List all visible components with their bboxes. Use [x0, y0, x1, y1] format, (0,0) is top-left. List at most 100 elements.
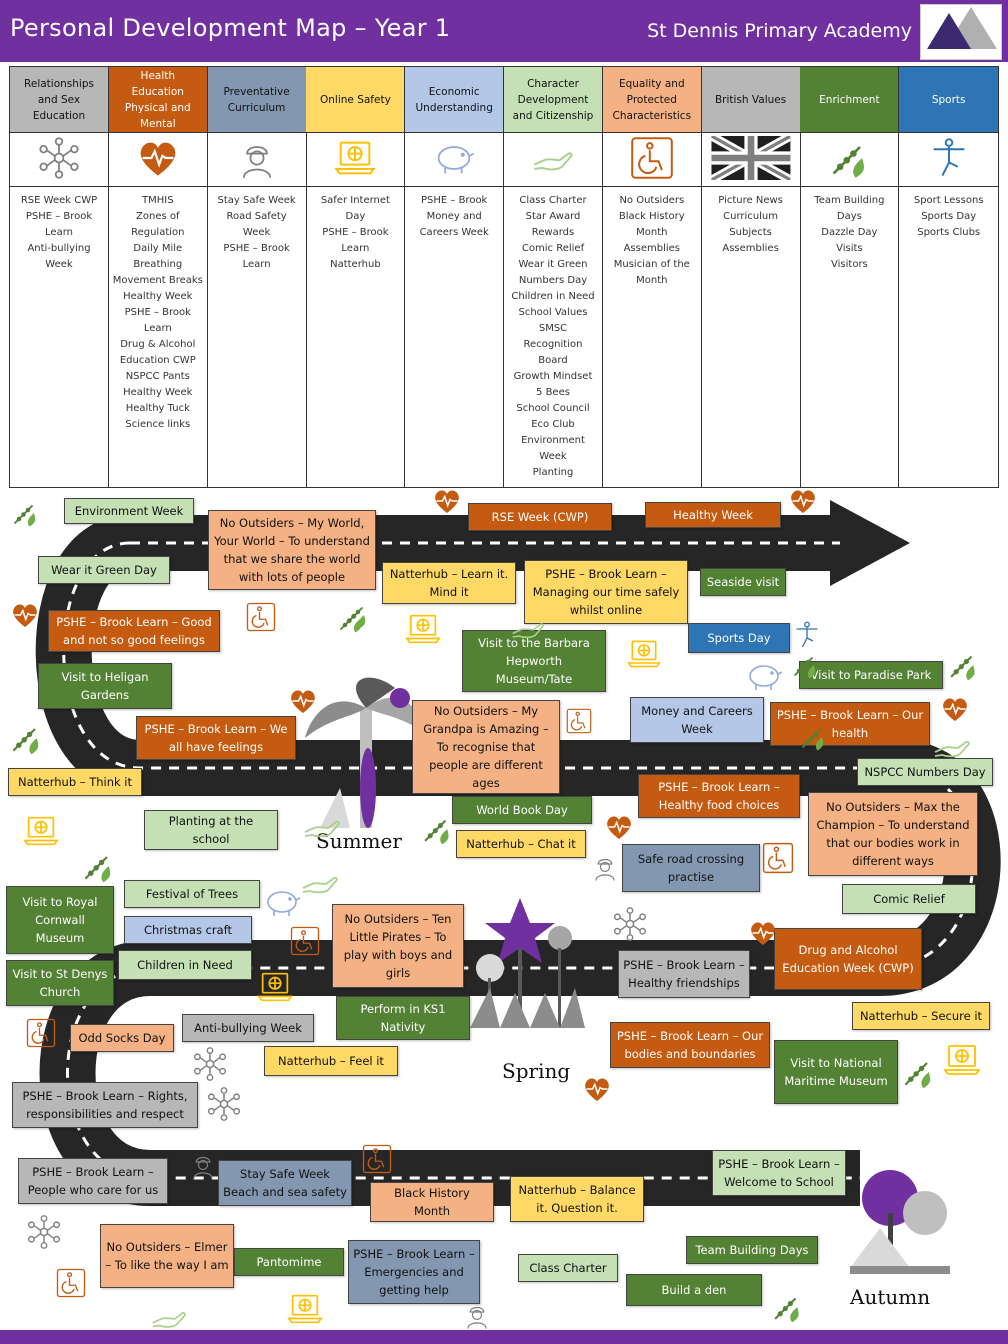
- heart-icon: [10, 600, 40, 634]
- event-box: Visit to National Maritime Museum: [774, 1040, 898, 1104]
- theme-header: Online Safety: [306, 67, 405, 133]
- growth-icon: [340, 600, 370, 634]
- event-box: Visit to St Denys Church: [6, 960, 114, 1006]
- theme-header: Economic Understanding: [405, 67, 504, 133]
- heart-icon: [432, 486, 462, 520]
- growth-icon: [900, 1054, 936, 1094]
- laptop-globe-icon: [286, 1290, 324, 1332]
- theme-icon-cell: [504, 133, 602, 187]
- event-box: Natterhub – Chat it: [456, 830, 586, 858]
- event-box: Festival of Trees: [124, 880, 260, 908]
- footer-bar: [0, 1330, 1008, 1344]
- theme-header: Health Education Physical and Mental: [108, 67, 207, 133]
- event-box: PSHE – Brook Learn – Our bodies and boun…: [610, 1022, 770, 1068]
- event-box: PSHE – Brook Learn – Emergencies and get…: [348, 1240, 480, 1304]
- event-box: Natterhub – Learn it. Mind it: [382, 562, 516, 604]
- theme-items-text: No Outsiders Black History Month Assembl…: [613, 195, 690, 286]
- event-box: Natterhub – Secure it: [852, 1002, 990, 1030]
- piggy-bank-icon: [262, 882, 302, 926]
- wheelchair-icon: [56, 1268, 86, 1302]
- event-box: PSHE – Brook Learn – Managing our time s…: [524, 560, 688, 624]
- theme-icon-cell: [899, 133, 999, 187]
- growth-icon: [10, 498, 40, 532]
- gymnast-icon: [927, 136, 971, 184]
- growth-icon: [80, 848, 116, 888]
- event-box: Team Building Days: [686, 1236, 818, 1264]
- event-box: RSE Week (CWP): [468, 503, 612, 531]
- theme-items-text: PSHE – Brook Money and Careers Week: [419, 195, 489, 238]
- page-title: Personal Development Map – Year 1: [10, 14, 451, 42]
- theme-items: RSE Week CWP PSHE – Brook Learn Anti-bul…: [10, 193, 108, 273]
- theme-items: No Outsiders Black History Month Assembl…: [603, 193, 701, 289]
- heart-icon: [288, 686, 318, 720]
- hand-icon: [932, 726, 972, 770]
- theme-items-text: Picture News Curriculum Subjects Assembl…: [718, 195, 783, 254]
- event-box: Visit to the Barbara Hepworth Museum/Tat…: [462, 630, 606, 692]
- heart-icon: [136, 136, 180, 184]
- theme-header: British Values: [701, 67, 800, 133]
- worker-icon: [462, 1300, 492, 1334]
- theme-items-text: RSE Week CWP PSHE – Brook Learn Anti-bul…: [20, 195, 98, 270]
- theme-header: Preventative Curriculum: [207, 67, 306, 133]
- piggy-bank-icon: [744, 656, 784, 700]
- theme-items: Team Building Days Dazzle Day Visits Vis…: [800, 193, 898, 273]
- union-flag-icon: [708, 131, 793, 184]
- event-box: No Outsiders – Ten Little Pirates – To p…: [332, 904, 464, 988]
- event-box: Natterhub – Feel it: [264, 1046, 398, 1076]
- event-box: World Book Day: [452, 796, 592, 824]
- worker-icon: [590, 852, 620, 886]
- growth-icon: [8, 720, 44, 760]
- worker-icon: [235, 136, 279, 184]
- theme-items-text: TMHIS Zones of Regulation Daily Mile Bre…: [112, 195, 203, 430]
- theme-items: Safer Internet Day PSHE – Brook Learn Na…: [306, 193, 404, 273]
- theme-items: Sport Lessons Sports Day Sports Clubs: [899, 193, 998, 241]
- network-icon: [37, 136, 81, 184]
- event-box: Children in Need: [118, 950, 252, 980]
- growth-icon: [420, 812, 454, 850]
- laptop-globe-icon: [333, 136, 377, 184]
- heart-icon: [604, 812, 634, 846]
- event-box: Money and Careers Week: [630, 697, 764, 743]
- event-box: Natterhub – Balance it. Question it.: [510, 1176, 644, 1222]
- theme-items: Class Charter Star Award Rewards Comic R…: [504, 193, 602, 481]
- event-box: Class Charter: [518, 1254, 618, 1282]
- wheelchair-icon: [362, 1144, 392, 1178]
- theme-items-text: Sport Lessons Sports Day Sports Clubs: [913, 195, 984, 238]
- event-box: PSHE – Brook Learn – Welcome to School: [712, 1150, 846, 1196]
- school-logo: [920, 4, 1002, 60]
- event-box: No Outsiders – My Grandpa is Amazing – T…: [412, 700, 560, 794]
- hand-icon: [302, 806, 342, 850]
- event-box: Visit to Paradise Park: [799, 661, 943, 689]
- header-bar: Personal Development Map – Year 1 St Den…: [0, 0, 1008, 62]
- wheelchair-icon: [26, 1018, 56, 1052]
- event-box: Stay Safe Week Beach and sea safety: [218, 1160, 352, 1206]
- network-icon: [206, 1086, 242, 1126]
- theme-icon-cell: [405, 133, 504, 187]
- hand-icon: [150, 1298, 188, 1340]
- laptop-globe-icon: [256, 968, 294, 1010]
- growth-icon: [790, 650, 820, 684]
- theme-items: TMHIS Zones of Regulation Daily Mile Bre…: [109, 193, 207, 433]
- theme-items: Stay Safe Week Road Safety Week PSHE – B…: [208, 193, 306, 273]
- school-name: St Dennis Primary Academy: [647, 20, 912, 42]
- event-box: Visit to Royal Cornwall Museum: [6, 886, 114, 954]
- season-spring: Spring: [502, 1059, 571, 1083]
- flowers-illustration: [470, 898, 585, 1028]
- event-box: PSHE – Brook Learn – Healthy friendships: [618, 950, 750, 998]
- event-box: NSPCC Numbers Day: [857, 758, 993, 786]
- event-box: No Outsiders – Elmer – To like the way I…: [100, 1224, 234, 1288]
- event-box: Perform in KS1 Nativity: [336, 996, 470, 1040]
- event-box: PSHE – Brook Learn – Healthy food choice…: [638, 774, 800, 818]
- growth-icon: [946, 648, 980, 686]
- event-box: Healthy Week: [645, 502, 781, 528]
- growth-icon: [798, 722, 828, 756]
- theme-items-text: Stay Safe Week Road Safety Week PSHE – B…: [217, 195, 296, 270]
- laptop-globe-icon: [404, 610, 442, 652]
- palm-tree-illustration: [305, 677, 425, 828]
